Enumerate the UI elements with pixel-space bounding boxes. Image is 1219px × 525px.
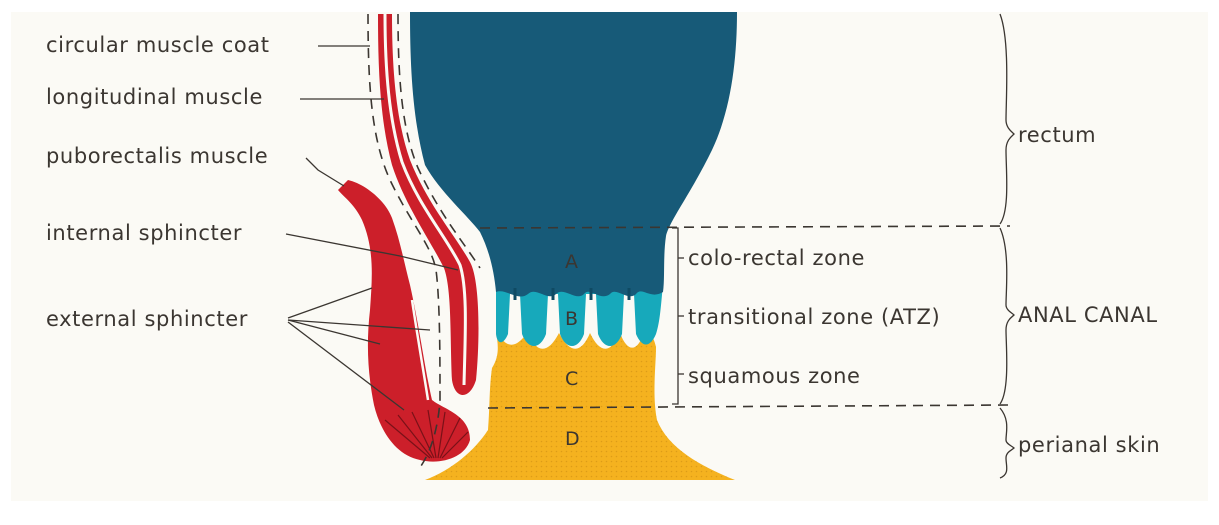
zone-brackets: [672, 228, 684, 404]
label-rectum: rectum: [1018, 123, 1096, 147]
label-colo-rectal-zone: colo-rectal zone: [688, 246, 865, 270]
label-external-sphincter: external sphincter: [46, 307, 248, 331]
region-braces: [1000, 14, 1014, 478]
zone-letter-c: C: [565, 368, 578, 390]
label-longitudinal-muscle: longitudinal muscle: [46, 85, 263, 109]
label-squamous-zone: squamous zone: [688, 364, 861, 388]
zone-letter-b: B: [565, 308, 578, 330]
label-internal-sphincter: internal sphincter: [46, 221, 242, 245]
zone-letter-a: A: [565, 251, 578, 273]
label-perianal-skin: perianal skin: [1018, 433, 1160, 457]
zone-letter-d: D: [565, 428, 580, 450]
leader-puborectalis-muscle: [306, 158, 344, 186]
label-anal-canal: ANAL CANAL: [1018, 303, 1158, 327]
label-circular-muscle-coat: circular muscle coat: [46, 33, 270, 57]
label-puborectalis-muscle: puborectalis muscle: [46, 144, 268, 168]
label-transitional-zone: transitional zone (ATZ): [688, 305, 940, 329]
puborectalis-external-sphincter: [338, 180, 470, 462]
